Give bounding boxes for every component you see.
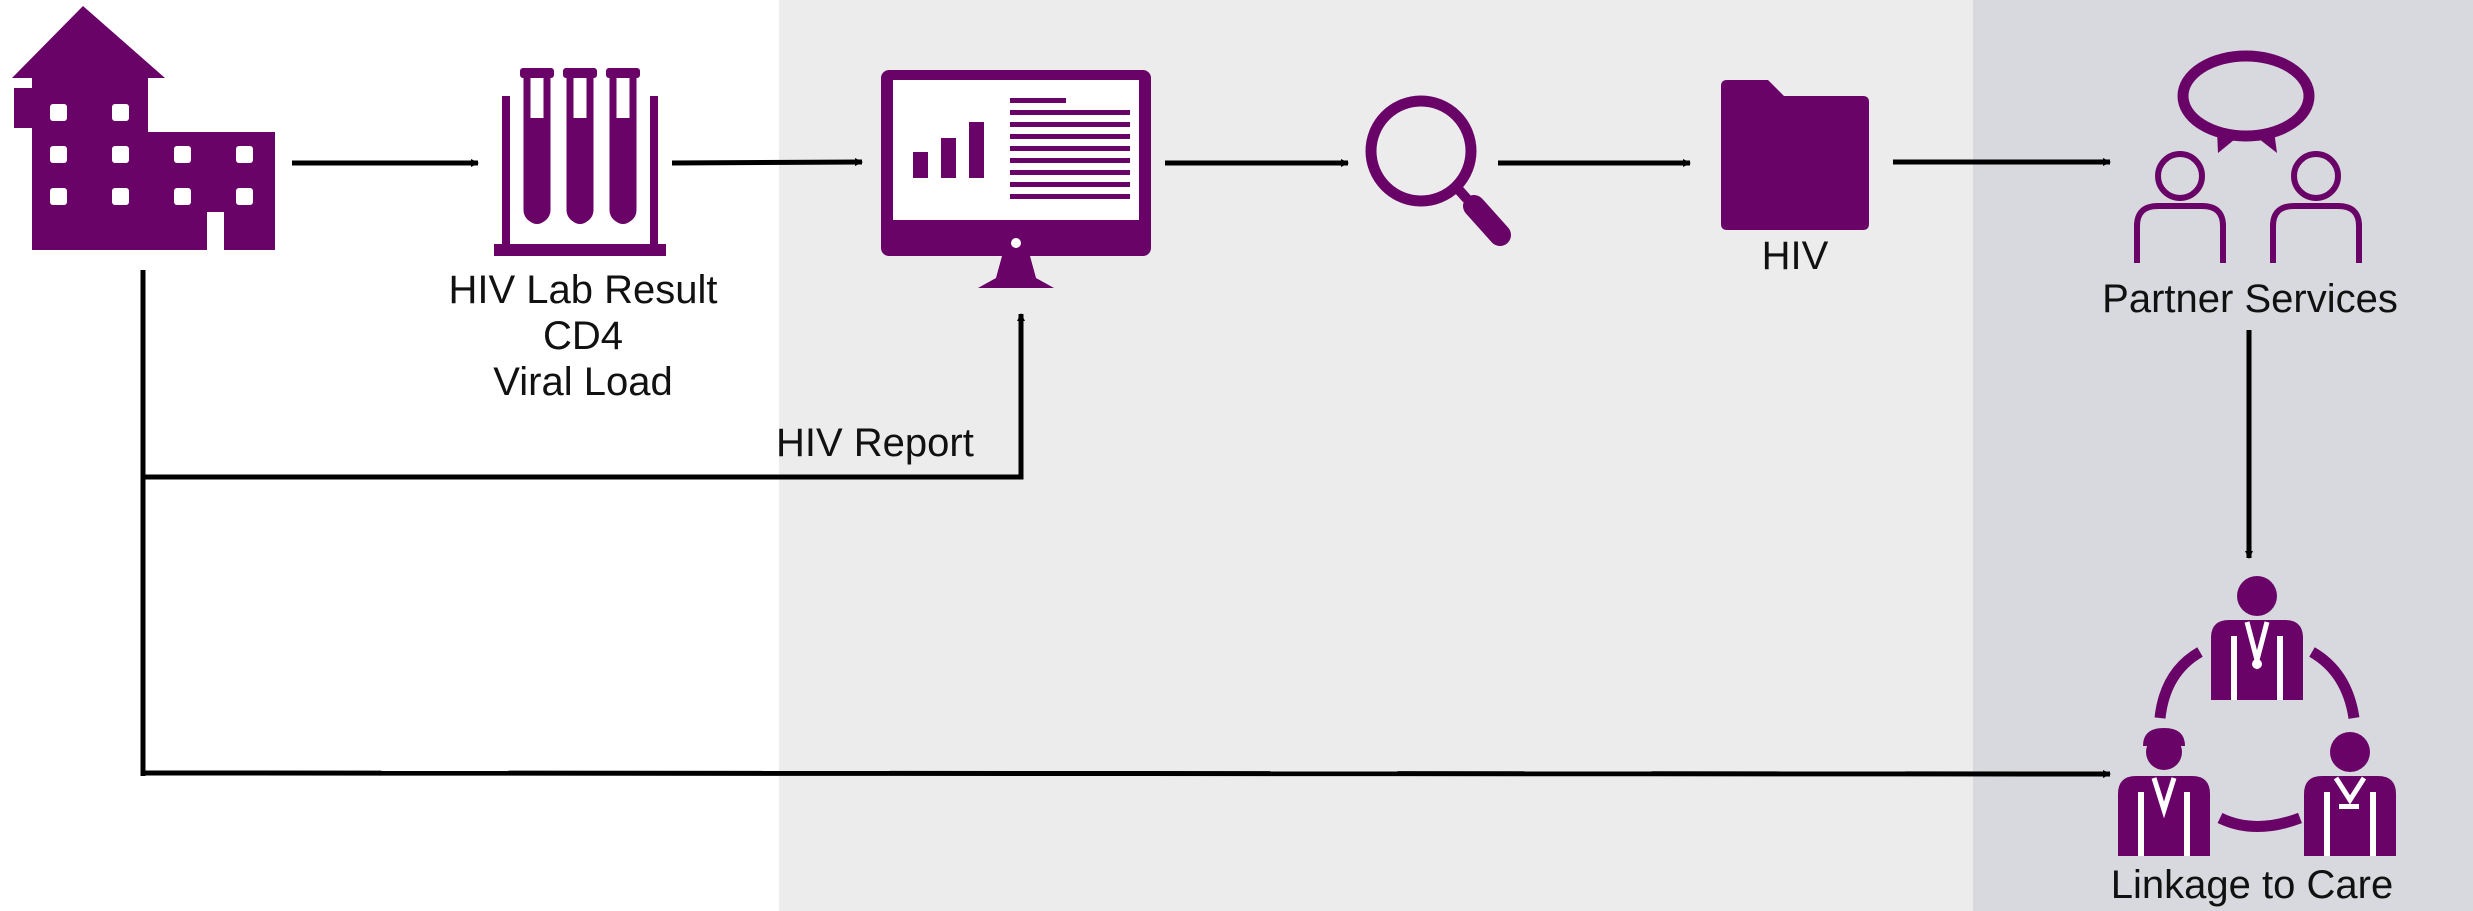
lab-result-line-3: Viral Load (493, 360, 673, 404)
arrow-lab-to-monitor (671, 158, 863, 167)
people-conversation-icon (2134, 50, 2362, 263)
computer-monitor-icon (881, 70, 1151, 288)
lab-result-line-2: CD4 (542, 314, 624, 358)
linkage-to-care-label: Linkage to Care (2110, 863, 2394, 907)
arrow-hospital-report-to-monitor (143, 313, 1025, 480)
folder-icon (1721, 80, 1869, 230)
lab-result-line-1: HIV Lab Result (448, 268, 718, 312)
lab-result-label: HIV Lab Result CD4 Viral Load (428, 267, 738, 405)
care-team-cycle-icon (2118, 576, 2396, 856)
magnifying-glass-icon (1365, 95, 1511, 246)
hospital-building-icon (12, 6, 275, 252)
arrow-hospital-to-care (142, 769, 2111, 778)
folder-label: HIV (1761, 234, 1829, 278)
test-tubes-icon (494, 68, 666, 256)
hiv-report-label: HIV Report (776, 421, 974, 465)
background-band-services (1973, 0, 2473, 911)
partner-services-label: Partner Services (2102, 277, 2398, 321)
